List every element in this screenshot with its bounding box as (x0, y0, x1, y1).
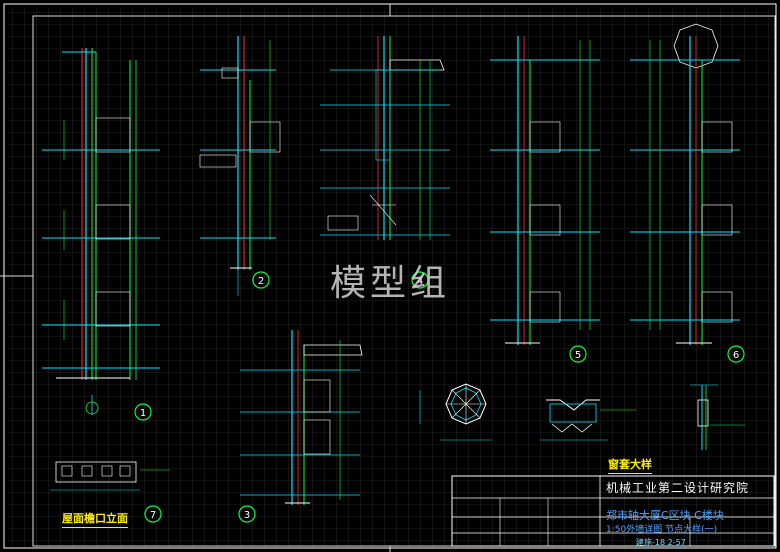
detail-marker-circle (252, 271, 270, 289)
window-octagon-detail (419, 383, 492, 441)
roof-eave-elevation (50, 461, 170, 491)
project-name: 郑市轴大厦C区块 C楼块 (606, 509, 724, 522)
wall-section-5 (490, 36, 600, 345)
window-jamb-detail (690, 384, 745, 450)
detail-marker-circle (134, 403, 152, 421)
detail-marker-circle (727, 345, 745, 363)
wall-section-4 (240, 330, 363, 505)
wall-section-1 (42, 48, 160, 415)
wall-section-3 (320, 36, 450, 240)
detail-marker-circle (411, 271, 429, 289)
institute-name: 机械工业第二设计研究院 (606, 481, 750, 495)
roof-facade-label: 屋面檐口立面 (62, 510, 128, 528)
sheet-border-inner (32, 15, 776, 547)
detail-marker-label: 5 (575, 350, 581, 361)
detail-marker-label: 2 (258, 276, 264, 287)
detail-marker-label: 1 (140, 408, 146, 419)
window-detail-label: 窗套大样 (608, 456, 652, 474)
window-sill-detail (540, 399, 636, 441)
detail-markers: 1 2 3 4 5 6 7 (134, 271, 745, 523)
detail-marker-circle (144, 505, 162, 523)
detail-marker-label: 3 (244, 510, 250, 521)
detail-marker-circle (238, 505, 256, 523)
title-block-frame (451, 475, 775, 547)
sheet-title: 1:50外墙详图 节点大样(一) (606, 525, 718, 535)
detail-marker-label: 7 (150, 510, 156, 521)
detail-marker-label: 6 (733, 350, 739, 361)
wall-section-6 (630, 23, 740, 345)
detail-marker-circle (569, 345, 587, 363)
wall-section-2 (199, 36, 281, 296)
watermark: 模型组 (330, 263, 451, 304)
detail-marker-label: 4 (417, 276, 423, 287)
drawing-number: 建施-18 2-57 (636, 538, 686, 547)
